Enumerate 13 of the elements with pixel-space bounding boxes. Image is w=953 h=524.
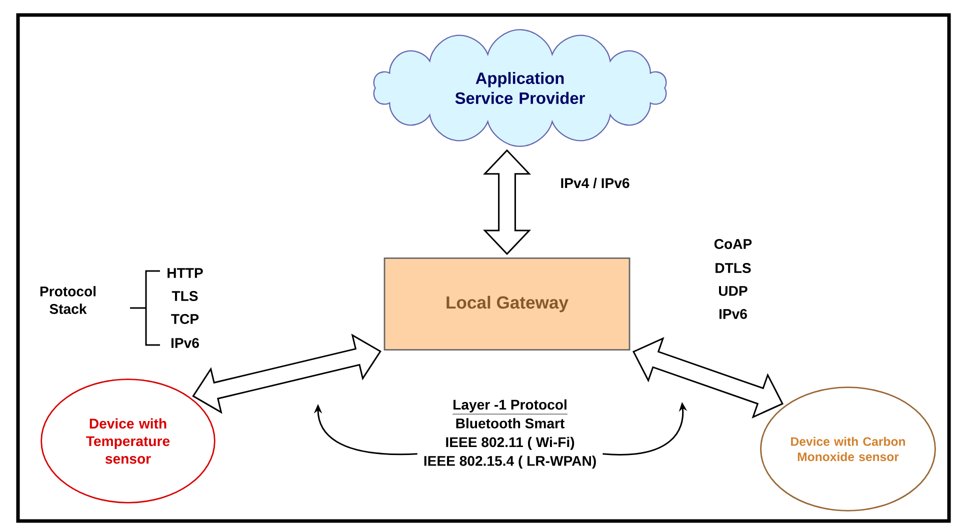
protocol-text: Layer -1 Protocol Bluetooth Smart IEEE 802.11 ( Wi-Fi) IEEE 802.15.4 ( LR-WPAN) [424,399,596,469]
edge-label: IPv4 / IPv6 [559,176,631,190]
stack-label: TCP [171,314,199,324]
stack-label: Protocol Stack [40,286,96,314]
stack-label: HTTP [168,268,203,278]
stack-label: TLS [172,291,198,301]
stack-label: CoAP [714,239,752,249]
stack-label: IPv6 [719,309,747,319]
gateway-box: Local Gateway [384,257,630,351]
stack-label: UDP [719,286,748,296]
stack-label: IPv6 [171,338,199,348]
cloud: Application Service Provider [373,29,667,147]
stack-label: DTLS [716,263,751,273]
